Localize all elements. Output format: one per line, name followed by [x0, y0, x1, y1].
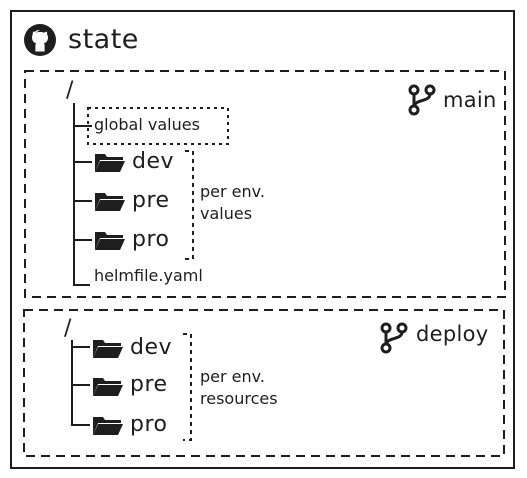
folder-icon [92, 337, 124, 359]
global-values-label: global values [94, 115, 200, 134]
main-env-note: per env. values [200, 182, 265, 223]
deploy-env-note: per env. resources [200, 367, 278, 408]
git-branch-icon [408, 84, 436, 116]
git-branch-icon [380, 322, 408, 354]
deploy-root-slash: / [64, 316, 72, 341]
repo-title: state [68, 24, 139, 55]
deploy-folder-pre: pre [130, 372, 168, 397]
main-folder-pro: pro [132, 227, 170, 252]
main-folder-pre: pre [132, 188, 170, 213]
main-tree-trunk [73, 103, 90, 286]
folder-icon [92, 375, 124, 397]
deploy-env-bracket [183, 333, 192, 441]
branch-name-main: main [443, 88, 497, 112]
main-folder-dev: dev [132, 149, 175, 174]
folder-icon [94, 151, 126, 173]
deploy-branch-frame [23, 309, 505, 457]
repo-frame [10, 10, 515, 469]
folder-icon [92, 414, 124, 436]
global-values-frame [87, 107, 229, 145]
deploy-folder-pro: pro [130, 412, 168, 437]
deploy-folder-dev: dev [130, 335, 173, 360]
github-icon [22, 22, 58, 58]
folder-icon [94, 229, 126, 251]
folder-icon [94, 190, 126, 212]
helmfile-label: helmfile.yaml [94, 266, 203, 285]
main-env-bracket [185, 150, 194, 260]
deploy-tree-trunk [71, 340, 90, 426]
main-branch-frame [24, 70, 506, 298]
branch-name-deploy: deploy [416, 322, 489, 346]
main-root-slash: / [66, 78, 74, 103]
